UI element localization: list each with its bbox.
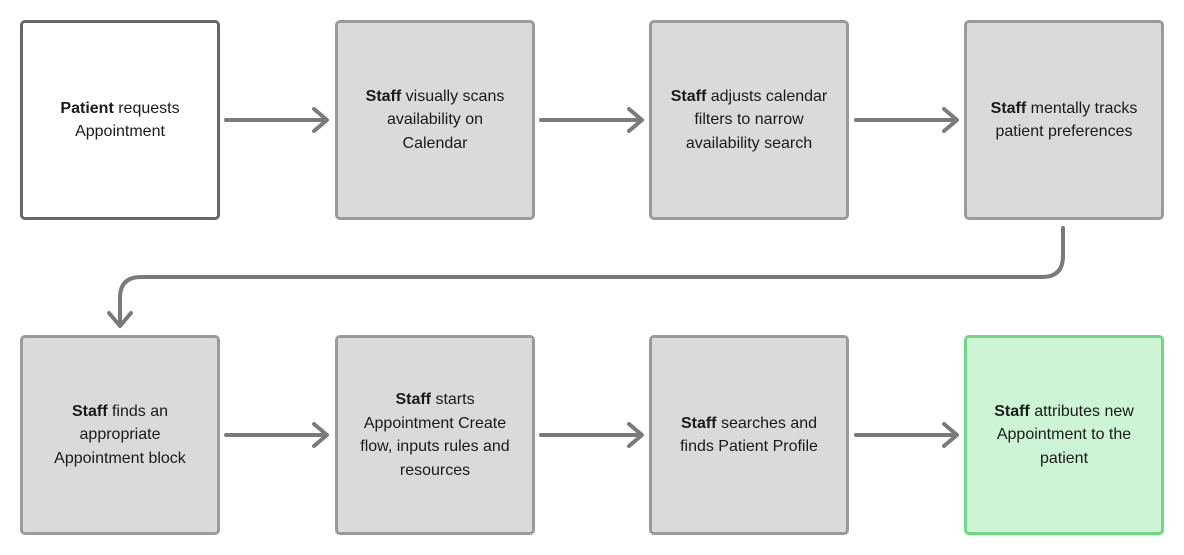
flow-step-find-block: Staff finds an appropriate Appointment b… xyxy=(20,335,220,535)
arrow-n5-n6 xyxy=(224,422,329,448)
step-text: visually scans availability on Calendar xyxy=(386,87,505,152)
flow-step-patient-requests-appointment: Patient requests Appointment xyxy=(20,20,220,220)
step-text: mentally tracks patient preferences xyxy=(995,99,1138,141)
step-label: Staff mentally tracks patient preference… xyxy=(987,97,1141,144)
arrow-n7-n8 xyxy=(854,422,959,448)
flow-step-track-preferences: Staff mentally tracks patient preference… xyxy=(964,20,1164,220)
step-text: attributes new Appointment to the patien… xyxy=(996,402,1134,467)
step-label: Staff visually scans availability on Cal… xyxy=(360,85,510,156)
step-text: finds an appropriate Appointment block xyxy=(54,402,186,467)
step-label: Staff starts Appointment Create flow, in… xyxy=(356,388,514,482)
flow-step-create-appointment: Staff starts Appointment Create flow, in… xyxy=(335,335,535,535)
actor-label: Staff xyxy=(670,87,707,105)
actor-label: Staff xyxy=(365,87,402,105)
flow-step-find-patient-profile: Staff searches and finds Patient Profile xyxy=(649,335,849,535)
actor-label: Staff xyxy=(395,391,431,408)
step-label: Staff searches and finds Patient Profile xyxy=(672,412,826,459)
arrow-n1-n2 xyxy=(224,107,329,133)
actor-label: Staff xyxy=(994,402,1030,420)
flow-step-adjust-filters: Staff adjusts calendar filters to narrow… xyxy=(649,20,849,220)
step-label: Staff adjusts calendar filters to narrow… xyxy=(668,85,830,156)
arrow-n6-n7 xyxy=(539,422,644,448)
step-text: starts Appointment Create flow, inputs r… xyxy=(360,391,510,479)
step-label: Patient requests Appointment xyxy=(39,97,201,144)
step-text: adjusts calendar filters to narrow avail… xyxy=(685,87,828,152)
step-text: requests Appointment xyxy=(75,99,180,141)
actor-label: Staff xyxy=(680,414,717,432)
flow-step-attribute-appointment: Staff attributes new Appointment to the … xyxy=(964,335,1164,535)
actor-label: Staff xyxy=(990,99,1027,117)
arrow-n4-n5 xyxy=(107,226,1065,328)
step-text: searches and finds Patient Profile xyxy=(680,414,818,456)
flow-step-scan-calendar: Staff visually scans availability on Cal… xyxy=(335,20,535,220)
arrow-n3-n4 xyxy=(854,107,959,133)
arrow-n2-n3 xyxy=(539,107,644,133)
actor-label: Staff xyxy=(71,402,108,420)
step-label: Staff finds an appropriate Appointment b… xyxy=(47,400,193,471)
actor-label: Patient xyxy=(60,99,114,117)
step-label: Staff attributes new Appointment to the … xyxy=(987,400,1141,471)
